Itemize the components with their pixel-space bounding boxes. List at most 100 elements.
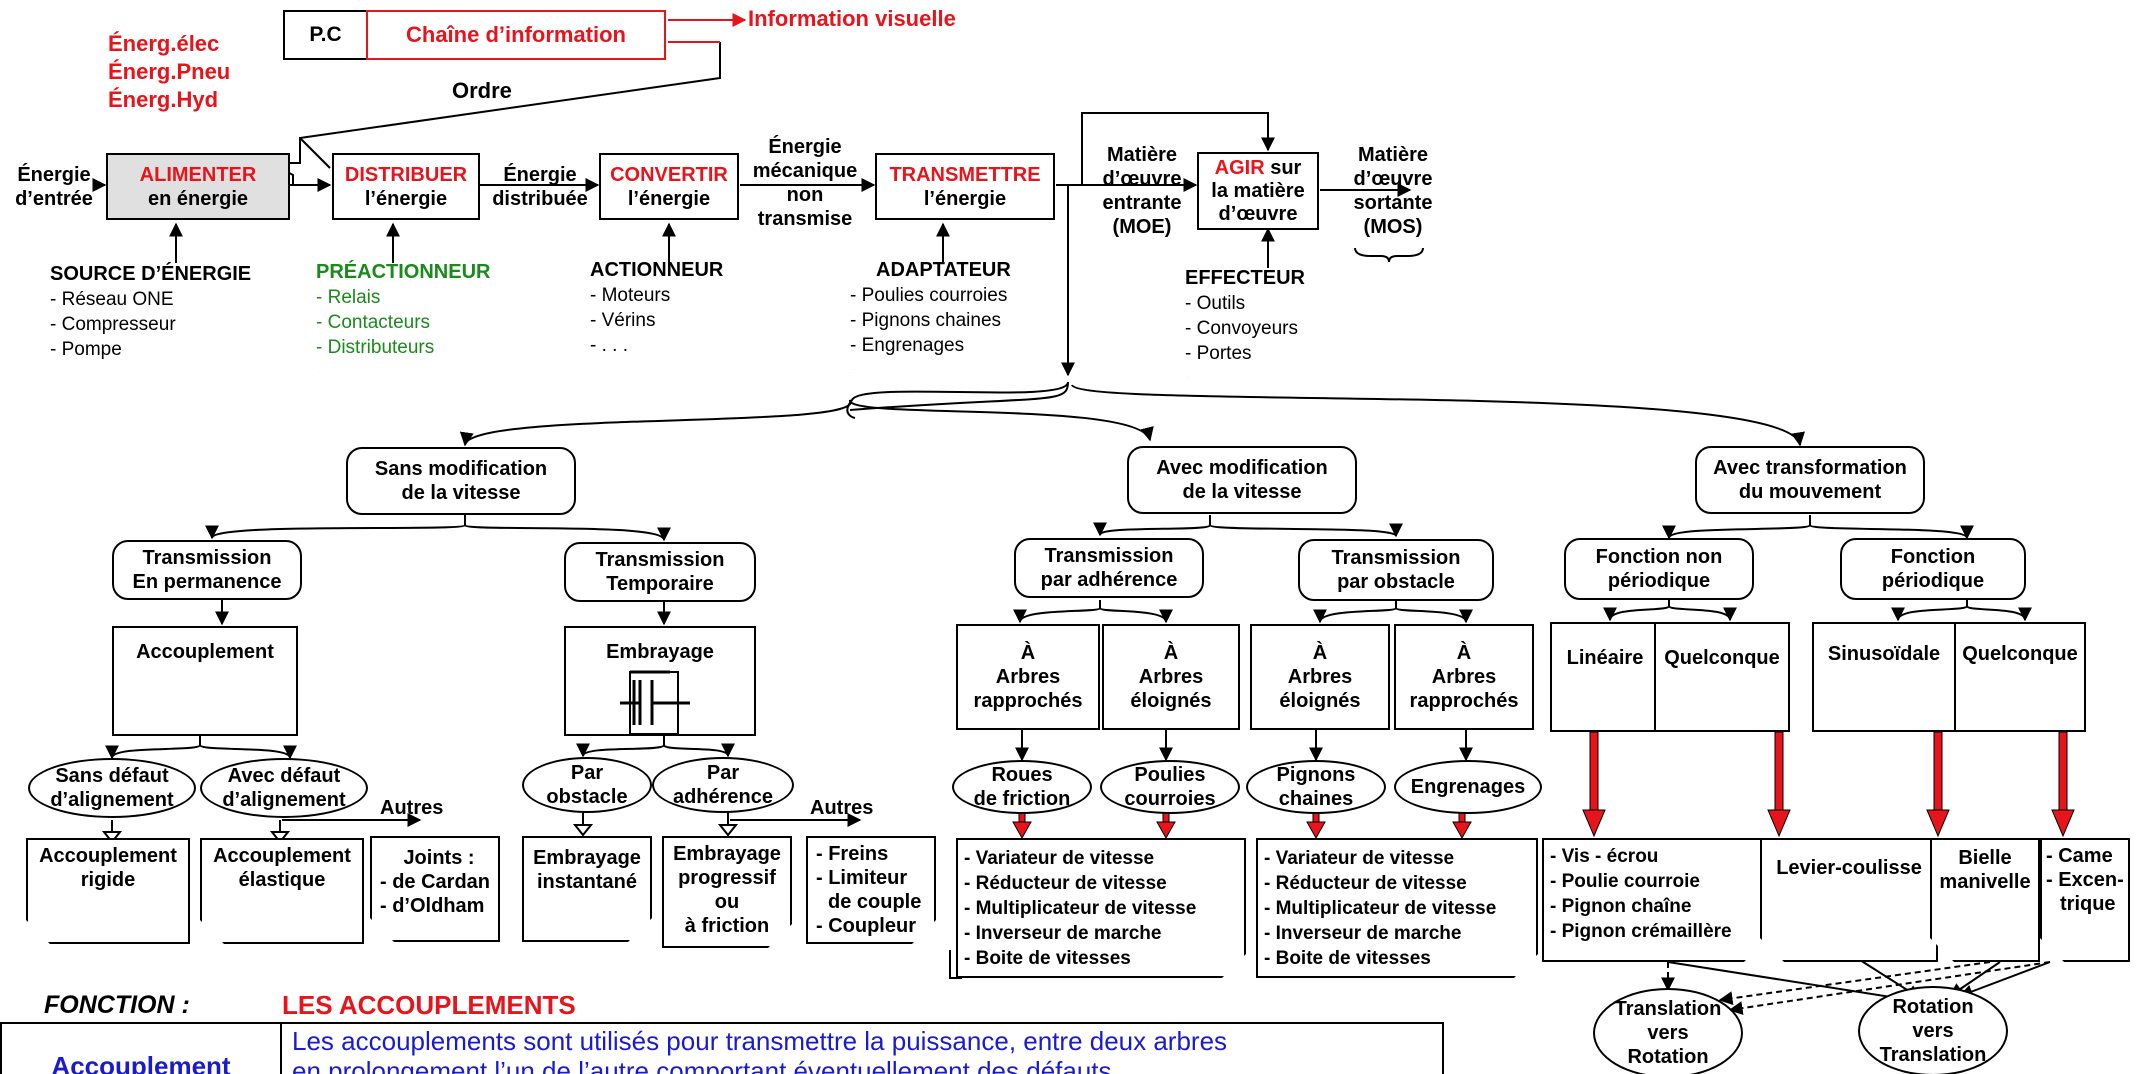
source-list: SOURCE D’ÉNERGIE- Réseau ONE- Compresseu… [50, 262, 251, 374]
prog-l2: progressif [678, 867, 776, 889]
agir-l3: d’œuvre [1218, 202, 1298, 225]
roues-l1: Roues [991, 764, 1053, 786]
a3-l2: Arbres [1287, 666, 1353, 688]
avecdef-l1: Avec défaut [227, 765, 341, 787]
rvt-l2: vers [1912, 1020, 1954, 1042]
var-item: - Multiplicateur de vitesse [1264, 898, 1497, 919]
pre-item: - . . . [316, 360, 490, 372]
adapt-title: ADAPTATEUR [876, 259, 1011, 281]
effect-item: - Convoyeurs [1185, 318, 1298, 339]
came-l1: - Came [2046, 845, 2113, 867]
sans-l1: Sans modification [374, 458, 548, 480]
joints-l3: - d’Oldham [380, 895, 485, 917]
definition-term-cell: Accouplement [2, 1024, 282, 1074]
act-item: - Vérins [590, 310, 656, 331]
freins-l4: - Coupleur [816, 915, 916, 937]
others-label-2: Autres [810, 797, 874, 819]
freins-l3: de couple [828, 891, 922, 913]
a2-l2: Arbres [1138, 666, 1204, 688]
source-title: SOURCE D’ÉNERGIE [50, 263, 252, 285]
transfo-l1: Avec transformation [1713, 457, 1907, 479]
screw-nut-list: - Vis - écrou- Poulie courroie- Pignon c… [1542, 838, 1768, 962]
speed-devices-list-2: - Variateur de vitesse- Réducteur de vit… [1256, 838, 1538, 978]
poulies-l2: courroies [1124, 788, 1216, 810]
distributed-energy-l2: distribuée [492, 188, 588, 210]
a4-l2: Arbres [1431, 666, 1497, 688]
var-item: - Boite de vitesses [1264, 948, 1431, 969]
agir-l2: la matière [1211, 179, 1305, 202]
clutch-label: Embrayage [606, 641, 714, 663]
perm-l1: Transmission [142, 547, 272, 569]
parobs-l2: obstacle [546, 786, 628, 808]
linear-box: Linéaire [1550, 622, 1660, 732]
var-item: - Réducteur de vitesse [1264, 873, 1467, 894]
adapt-item: - . . . [850, 358, 1011, 370]
freins-l2: - Limiteur [816, 867, 908, 889]
effect-item: - Outils [1185, 293, 1246, 314]
source-item: - Pompe [50, 339, 122, 360]
paradh-l1: Par [706, 762, 740, 784]
sansdef-l1: Sans défaut [55, 765, 169, 787]
nonper-l2: périodique [1607, 570, 1711, 592]
linear-label: Linéaire [1566, 647, 1644, 669]
bielle-l2: manivelle [1939, 871, 2031, 893]
sinusoidal-box: Sinusoïdale [1812, 622, 1956, 732]
pre-item: - Distributeurs [316, 337, 435, 358]
mos-l1: Matière [1357, 144, 1429, 166]
instant-l1: Embrayage [533, 847, 641, 869]
var-item: - Inverseur de marche [964, 923, 1162, 944]
speed-devices-list-1: - Variateur de vitesse- Réducteur de vit… [956, 838, 1246, 978]
prog-l4: à friction [684, 915, 770, 937]
transmettre-rest: l’énergie [923, 187, 1007, 210]
vis-item: - Poulie courroie [1550, 871, 1700, 892]
avecdef-l2: d’alignement [222, 789, 346, 811]
a3-l1: À [1312, 642, 1328, 664]
obs-l1: Transmission [1331, 547, 1461, 569]
tvr-l1: Translation [1614, 998, 1722, 1020]
levier-label: Levier-coulisse [1776, 857, 1922, 879]
source-item: - . . . [50, 362, 251, 374]
a4-l1: À [1456, 642, 1472, 664]
adapt-item: - Engrenages [850, 335, 965, 356]
distribuer-verb: DISTRIBUER [344, 163, 468, 186]
moe-l4: (MOE) [1112, 216, 1172, 238]
tvr-l3: Rotation [1627, 1046, 1709, 1068]
definition-line-2: en prolongement l’un de l’autre comporta… [292, 1056, 1112, 1074]
pignons-l1: Pignons [1276, 764, 1356, 786]
adh-l1: Transmission [1044, 545, 1174, 567]
a2-l1: À [1163, 642, 1179, 664]
energy-types: Énerg.élec Énerg.Pneu Énerg.Hyd [108, 30, 230, 114]
pre-title: PRÉACTIONNEUR [316, 261, 491, 283]
a2-l3: éloignés [1130, 690, 1212, 712]
elastic-l2: élastique [238, 869, 326, 891]
preactionneur-list: PRÉACTIONNEUR- Relais- Contacteurs- Dist… [316, 260, 490, 372]
instant-l2: instantané [536, 871, 638, 893]
agir-l1: sur [1264, 156, 1302, 179]
act-item: - . . . [590, 335, 628, 356]
prog-l1: Embrayage [673, 843, 781, 865]
moe-l2: d’œuvre [1102, 168, 1182, 190]
rvt-l1: Rotation [1892, 996, 1974, 1018]
any-box-1: Quelconque [1654, 622, 1790, 732]
roues-l2: de friction [973, 788, 1071, 810]
came-l3: trique [2060, 893, 2116, 915]
pre-item: - Relais [316, 287, 381, 308]
adaptateur-list: ADAPTATEUR- Poulies courroies- Pignons c… [850, 258, 1011, 370]
